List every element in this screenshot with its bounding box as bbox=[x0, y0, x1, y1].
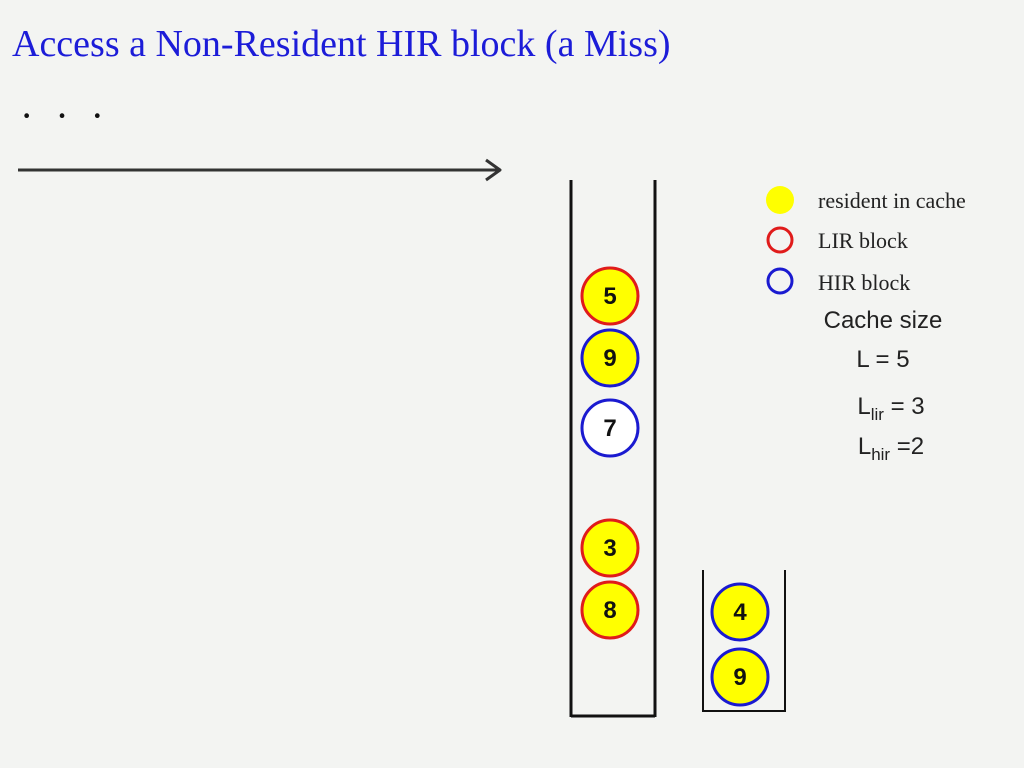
lir-size-base: L bbox=[857, 393, 871, 420]
stack-s-block-circle bbox=[580, 518, 640, 578]
stack-s-block-3: 3 bbox=[580, 518, 640, 578]
stack-s-block-circle bbox=[580, 580, 640, 640]
stack-s-block-label: 8 bbox=[603, 597, 616, 624]
stack-q-block-4: 4 bbox=[710, 582, 770, 642]
hir-size-sub: hir bbox=[871, 445, 891, 464]
hir-size-value: =2 bbox=[890, 433, 925, 460]
lir-size-value: = 3 bbox=[883, 393, 925, 420]
stack-q-block-circle bbox=[710, 647, 770, 707]
slide-title: Access a Non-Resident HIR block (a Miss) bbox=[12, 23, 671, 65]
access-arrow bbox=[18, 158, 502, 182]
cache-size-value: L = 5 bbox=[856, 346, 910, 373]
stack-q-blocks: 49 bbox=[710, 582, 770, 707]
stack-s-blocks: 5 9 7 3 8 bbox=[580, 266, 640, 640]
legend-resident-label: resident in cache bbox=[818, 188, 966, 213]
stack-s-container bbox=[569, 180, 657, 718]
stack-q-block-label: 4 bbox=[733, 599, 747, 626]
stack-s-block-circle bbox=[580, 266, 640, 326]
stack-s-block-7: 7 bbox=[580, 398, 640, 458]
hir-size: Lhir =2 bbox=[791, 433, 991, 465]
hir-ring-icon bbox=[766, 267, 794, 295]
cache-size-label: Cache size bbox=[823, 307, 943, 334]
legend-hir-label: HIR block bbox=[818, 270, 911, 295]
stack-q-block-circle bbox=[710, 582, 770, 642]
resident-dot-icon bbox=[766, 186, 794, 214]
lir-size: Llir = 3 bbox=[791, 393, 991, 425]
stack-s-block-5: 5 bbox=[580, 266, 640, 326]
stack-q-block-9: 9 bbox=[710, 647, 770, 707]
lir-ring-icon bbox=[766, 226, 794, 254]
stack-s-block-circle bbox=[580, 398, 640, 458]
stack-q-container bbox=[702, 570, 786, 712]
hir-size-base: L bbox=[857, 433, 872, 460]
stack-s-block-8: 8 bbox=[580, 580, 640, 640]
stack-s-block-label: 3 bbox=[603, 535, 616, 562]
stack-q-block-label: 9 bbox=[733, 664, 746, 691]
stack-s-block-label: 7 bbox=[603, 415, 616, 442]
stack-s-block-circle bbox=[580, 328, 640, 388]
stack-s-block-label: 5 bbox=[603, 283, 616, 310]
legend-lir-label: LIR block bbox=[818, 228, 908, 253]
stack-s-block-9: 9 bbox=[580, 328, 640, 388]
stack-s-block-label: 9 bbox=[603, 345, 616, 372]
lir-size-sub: lir bbox=[870, 405, 884, 424]
ellipsis: · · · bbox=[20, 93, 110, 138]
